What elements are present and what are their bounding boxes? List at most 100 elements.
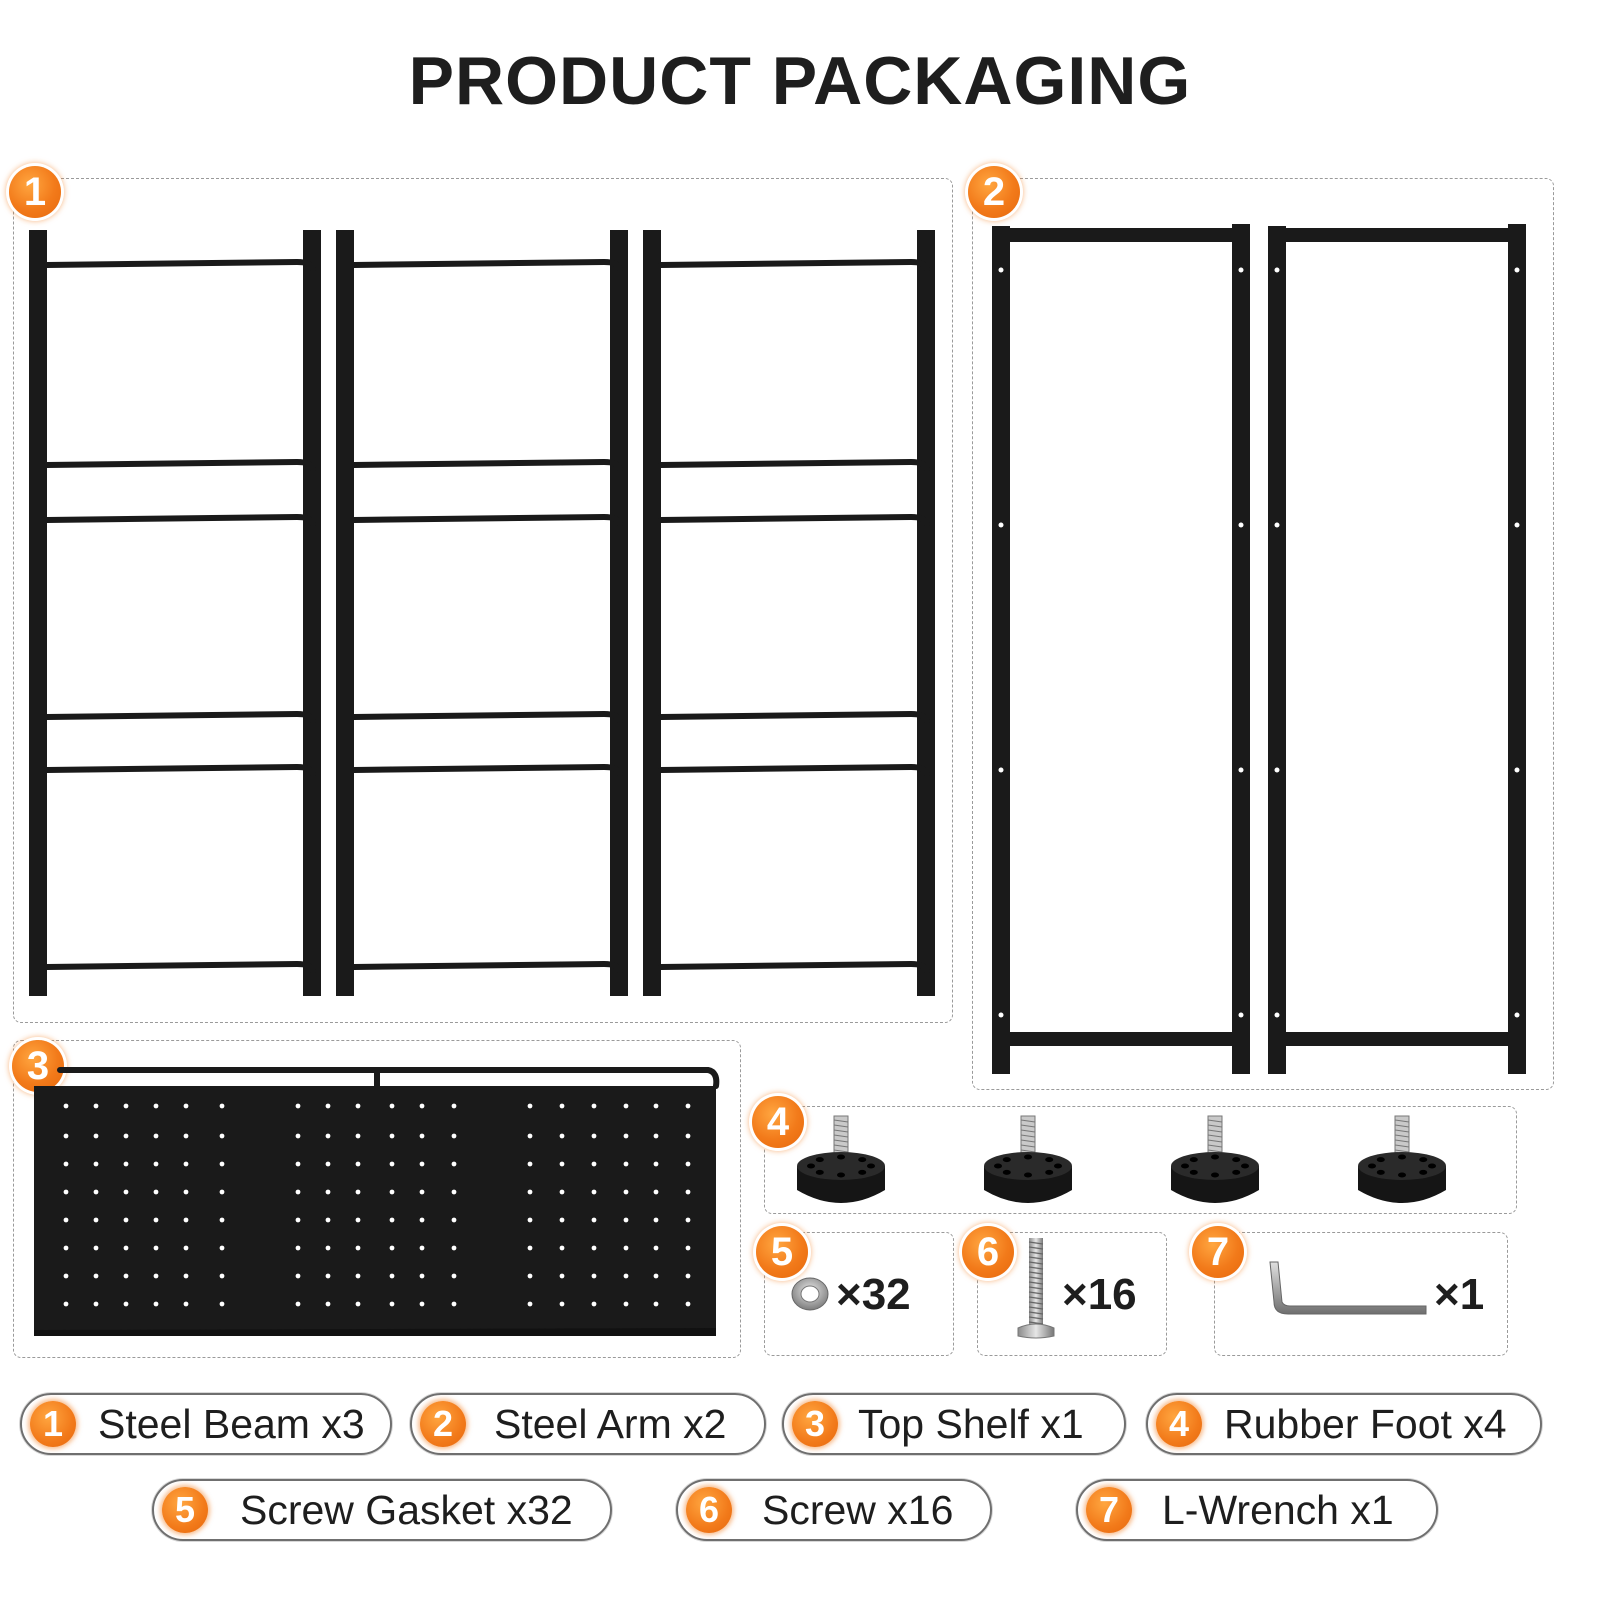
shelf-hole — [419, 1161, 425, 1167]
shelf-hole — [295, 1189, 301, 1195]
wrench-quantity: ×1 — [1434, 1270, 1485, 1319]
foot-bolt-thread — [833, 1144, 849, 1148]
shelf-hole — [219, 1103, 225, 1109]
gasket-quantity: ×32 — [836, 1270, 911, 1319]
shelf-lip — [34, 1328, 716, 1336]
shelf-hole — [355, 1217, 361, 1223]
shelf-hole — [295, 1217, 301, 1223]
shelf-hole — [623, 1189, 629, 1195]
shelf-hole — [63, 1133, 69, 1139]
shelf-hole — [685, 1301, 691, 1307]
shelf-hole — [355, 1133, 361, 1139]
shelf-hole — [123, 1189, 129, 1195]
foot-bolt-thread — [1394, 1129, 1410, 1133]
shelf-hole — [591, 1273, 597, 1279]
rubber-foot — [1358, 1115, 1446, 1203]
foot-hole — [1211, 1172, 1219, 1178]
beam-rung — [44, 763, 316, 777]
foot-hole — [837, 1172, 845, 1178]
foot-hole — [1024, 1154, 1032, 1160]
shelf-hole — [295, 1301, 301, 1307]
shelf-hole — [355, 1103, 361, 1109]
shelf-hole — [183, 1217, 189, 1223]
arm-hole — [998, 522, 1004, 528]
shelf-rail — [57, 1067, 720, 1089]
shelf-hole — [419, 1103, 425, 1109]
shelf-rail-support — [374, 1072, 380, 1096]
beam-rung — [44, 513, 316, 527]
shelf-hole — [183, 1301, 189, 1307]
shelf-hole — [93, 1103, 99, 1109]
foot-bolt-thread — [833, 1149, 849, 1153]
foot-bolt-thread — [1207, 1124, 1223, 1128]
screw-thread — [1028, 1276, 1044, 1280]
shelf-hole — [591, 1103, 597, 1109]
arm-hole — [1238, 767, 1244, 773]
foot-hole — [1045, 1157, 1054, 1163]
foot-bolt-thread — [1207, 1134, 1223, 1138]
foot-bolt-thread — [833, 1124, 849, 1128]
screw-thread — [1028, 1321, 1044, 1325]
badge-5: 5 — [756, 1226, 808, 1278]
foot-bolt-thread — [1207, 1144, 1223, 1148]
legend-screw: 6 Screw x16 — [676, 1479, 992, 1541]
shelf-hole — [451, 1217, 457, 1223]
arm-hole — [1238, 1012, 1244, 1018]
shelf-hole — [219, 1189, 225, 1195]
shelf-hole — [685, 1273, 691, 1279]
foot-hole — [1368, 1163, 1376, 1169]
screw-thread — [1028, 1246, 1044, 1250]
foot-hole — [1232, 1169, 1241, 1175]
shelf-hole — [153, 1301, 159, 1307]
shelf-hole — [93, 1133, 99, 1139]
foot-hole — [858, 1169, 867, 1175]
foot-bolt-thread — [1020, 1134, 1036, 1138]
steel-arm — [1268, 224, 1526, 1074]
screw-gasket-panel — [764, 1232, 954, 1356]
foot-hole — [994, 1163, 1002, 1169]
foot-hole — [1211, 1154, 1219, 1160]
steel-beam-illustration — [29, 230, 935, 996]
legend-l-wrench: 7 L-Wrench x1 — [1076, 1479, 1438, 1541]
screw-thread — [1028, 1281, 1044, 1285]
foot-bolt-thread — [1020, 1124, 1036, 1128]
legend-number: 7 — [1086, 1487, 1132, 1533]
foot-bolt-thread — [833, 1119, 849, 1123]
shelf-hole — [389, 1103, 395, 1109]
shelf-hole — [451, 1245, 457, 1251]
rubber-foot — [797, 1115, 885, 1203]
shelf-board — [34, 1086, 716, 1330]
screw-thread — [1028, 1311, 1044, 1315]
legend-number: 2 — [420, 1401, 466, 1447]
screw-panel — [977, 1232, 1167, 1356]
shelf-hole — [419, 1273, 425, 1279]
shelf-hole — [527, 1103, 533, 1109]
arm-hole — [1238, 522, 1244, 528]
arm-crossbar — [1010, 228, 1232, 242]
shelf-hole — [389, 1133, 395, 1139]
shelf-hole — [183, 1161, 189, 1167]
shelf-hole — [527, 1133, 533, 1139]
legend-label: Steel Beam x3 — [98, 1400, 365, 1447]
shelf-hole — [183, 1133, 189, 1139]
foot-hole — [1419, 1157, 1428, 1163]
shelf-hole — [527, 1245, 533, 1251]
legend-label: Top Shelf x1 — [858, 1400, 1084, 1447]
shelf-hole — [527, 1189, 533, 1195]
shelf-hole — [559, 1273, 565, 1279]
shelf-hole — [63, 1217, 69, 1223]
arm-hole — [1514, 1012, 1520, 1018]
shelf-hole — [93, 1273, 99, 1279]
shelf-hole — [559, 1301, 565, 1307]
arm-crossbar — [1286, 228, 1508, 242]
beam-post — [303, 230, 321, 996]
screw-thread — [1028, 1266, 1044, 1270]
shelf-hole — [527, 1217, 533, 1223]
beam-rung — [44, 258, 316, 272]
foot-hole — [1045, 1169, 1054, 1175]
screw-thread — [1028, 1251, 1044, 1255]
shelf-hole — [419, 1301, 425, 1307]
shelf-hole — [685, 1103, 691, 1109]
shelf-hole — [419, 1245, 425, 1251]
shelf-hole — [295, 1273, 301, 1279]
